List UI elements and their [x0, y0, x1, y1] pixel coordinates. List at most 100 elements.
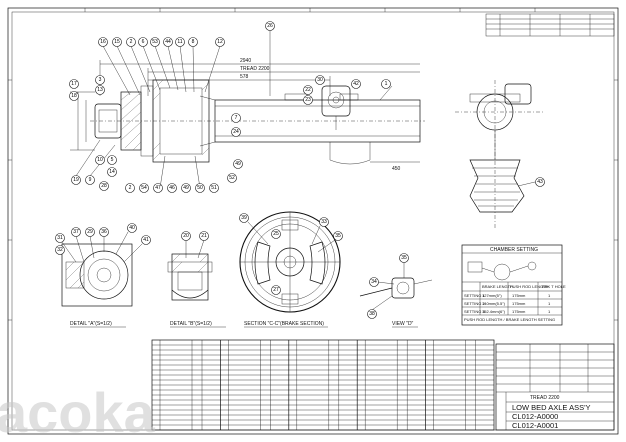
balloon-40: 40: [127, 223, 137, 233]
svg-text:30: 30: [317, 77, 323, 83]
chamber-row-3-c: 1: [548, 309, 551, 314]
axle-beam: [90, 93, 425, 165]
balloon-46: 46: [167, 183, 177, 193]
title-code-1: CL012-A0000: [512, 412, 558, 421]
dim-bottom: 450: [392, 166, 401, 172]
balloon-6: 6: [138, 37, 148, 47]
slack-adjuster: [321, 85, 351, 130]
svg-text:41: 41: [143, 237, 149, 243]
balloon-51: 51: [209, 183, 219, 193]
svg-text:8: 8: [192, 39, 195, 45]
svg-text:12: 12: [217, 39, 223, 45]
balloon-17: 17: [69, 79, 79, 89]
svg-text:9: 9: [89, 177, 92, 183]
balloon-38: 38: [367, 309, 377, 319]
svg-text:36: 36: [101, 229, 107, 235]
detail-a-caption: DETAIL "A"(S=1/2): [70, 321, 112, 327]
detail-b-caption: DETAIL "B"(S=1/2): [170, 321, 212, 327]
balloon-27: 27: [271, 285, 281, 295]
title-tread: TREAD 2200: [530, 395, 560, 401]
svg-text:25: 25: [273, 231, 279, 237]
balloon-22: 22: [303, 85, 313, 95]
svg-text:7: 7: [235, 115, 238, 121]
svg-text:47: 47: [155, 185, 161, 191]
svg-text:13: 13: [97, 87, 103, 93]
balloon-41: 41: [141, 235, 151, 245]
chamber-setting-block: CHAMBER SETTING BRAKE LENGTH PUSH ROD LE…: [461, 244, 566, 326]
balloon-44: 44: [163, 37, 173, 47]
balloon-7: 7: [231, 113, 241, 123]
balloon-25: 25: [271, 229, 281, 239]
svg-text:22: 22: [305, 87, 311, 93]
balloon-50: 50: [195, 183, 205, 193]
balloon-5: 5: [107, 155, 117, 165]
svg-text:53: 53: [152, 39, 158, 45]
section-cc-view: 39 33 35 25 27 SECTION "C-C"(BRAKE SECTI…: [239, 211, 343, 328]
balloon-37: 37: [71, 227, 81, 237]
svg-text:35: 35: [335, 233, 341, 239]
chamber-row-1-b: 175mm: [512, 293, 526, 298]
svg-text:16: 16: [100, 39, 106, 45]
dim-inner: 578: [240, 74, 249, 80]
balloon-49b: 49: [233, 159, 243, 169]
svg-text:3: 3: [99, 77, 102, 83]
svg-text:51: 51: [211, 185, 217, 191]
dim-tread: TREAD 2200: [240, 66, 270, 72]
svg-text:29: 29: [87, 229, 93, 235]
chamber-note: PUSH ROD LENGTH / BRAKE LENGTH SETTING: [464, 317, 555, 322]
balloon-47: 47: [153, 183, 163, 193]
svg-text:19: 19: [73, 177, 79, 183]
balloon-29: 29: [85, 227, 95, 237]
balloon-52: 52: [227, 173, 237, 183]
chamber-row-2-label: SETTING 2: [464, 301, 485, 306]
svg-text:54: 54: [141, 185, 147, 191]
balloon-8: 8: [188, 37, 198, 47]
svg-text:24: 24: [233, 129, 239, 135]
svg-text:20: 20: [183, 233, 189, 239]
balloon-2b: 2: [125, 183, 135, 193]
chamber-row-2-b: 175mm: [512, 301, 526, 306]
svg-text:6: 6: [142, 39, 145, 45]
chamber-col-2: PUSH ROD LENGTH: [510, 284, 549, 289]
svg-text:42: 42: [353, 81, 359, 87]
view-d: 34 38 35 VIEW "D": [359, 253, 433, 328]
balloon-18: 18: [69, 91, 79, 101]
svg-text:39: 39: [241, 215, 247, 221]
title-block: TREAD 2200 LOW BED AXLE ASS'Y CL012-A000…: [495, 343, 615, 431]
balloon-23: 23: [303, 95, 313, 105]
chamber-col-1: BRAKE LENGTH: [482, 284, 513, 289]
chamber-row-1-label: SETTING 1: [464, 293, 485, 298]
title-name: LOW BED AXLE ASS'Y: [512, 403, 591, 412]
right-side-view: 43: [455, 80, 545, 230]
svg-text:50: 50: [197, 185, 203, 191]
svg-text:21: 21: [201, 233, 207, 239]
dim-overall: 2940: [240, 58, 251, 64]
svg-text:2: 2: [129, 185, 132, 191]
svg-text:11: 11: [177, 39, 182, 45]
svg-text:28: 28: [101, 183, 107, 189]
parts-list: [151, 339, 495, 431]
svg-text:34: 34: [371, 279, 377, 285]
balloon-3: 3: [95, 75, 105, 85]
balloon-20: 20: [181, 231, 191, 241]
watermark-logo: acoka: [0, 381, 156, 442]
balloon-28: 28: [99, 181, 109, 191]
svg-text:40: 40: [129, 225, 135, 231]
chamber-col-3: BRK T HOLE: [542, 284, 566, 289]
chamber-row-3-b: 175mm: [512, 309, 526, 314]
svg-text:49: 49: [183, 185, 189, 191]
balloon-14: 14: [107, 167, 117, 177]
balloon-43: 43: [535, 177, 545, 187]
svg-text:26: 26: [267, 23, 273, 29]
chamber-row-3-label: SETTING 3: [464, 309, 485, 314]
svg-text:32: 32: [57, 247, 63, 253]
balloon-15: 15: [112, 37, 122, 47]
svg-text:10: 10: [97, 157, 103, 163]
svg-text:23: 23: [305, 97, 311, 103]
balloon-54: 54: [139, 183, 149, 193]
hub-drum-section: [70, 79, 210, 163]
balloon-39: 39: [239, 213, 249, 223]
svg-text:5: 5: [111, 157, 114, 163]
balloon-53: 53: [150, 37, 160, 47]
svg-text:44: 44: [165, 39, 171, 45]
